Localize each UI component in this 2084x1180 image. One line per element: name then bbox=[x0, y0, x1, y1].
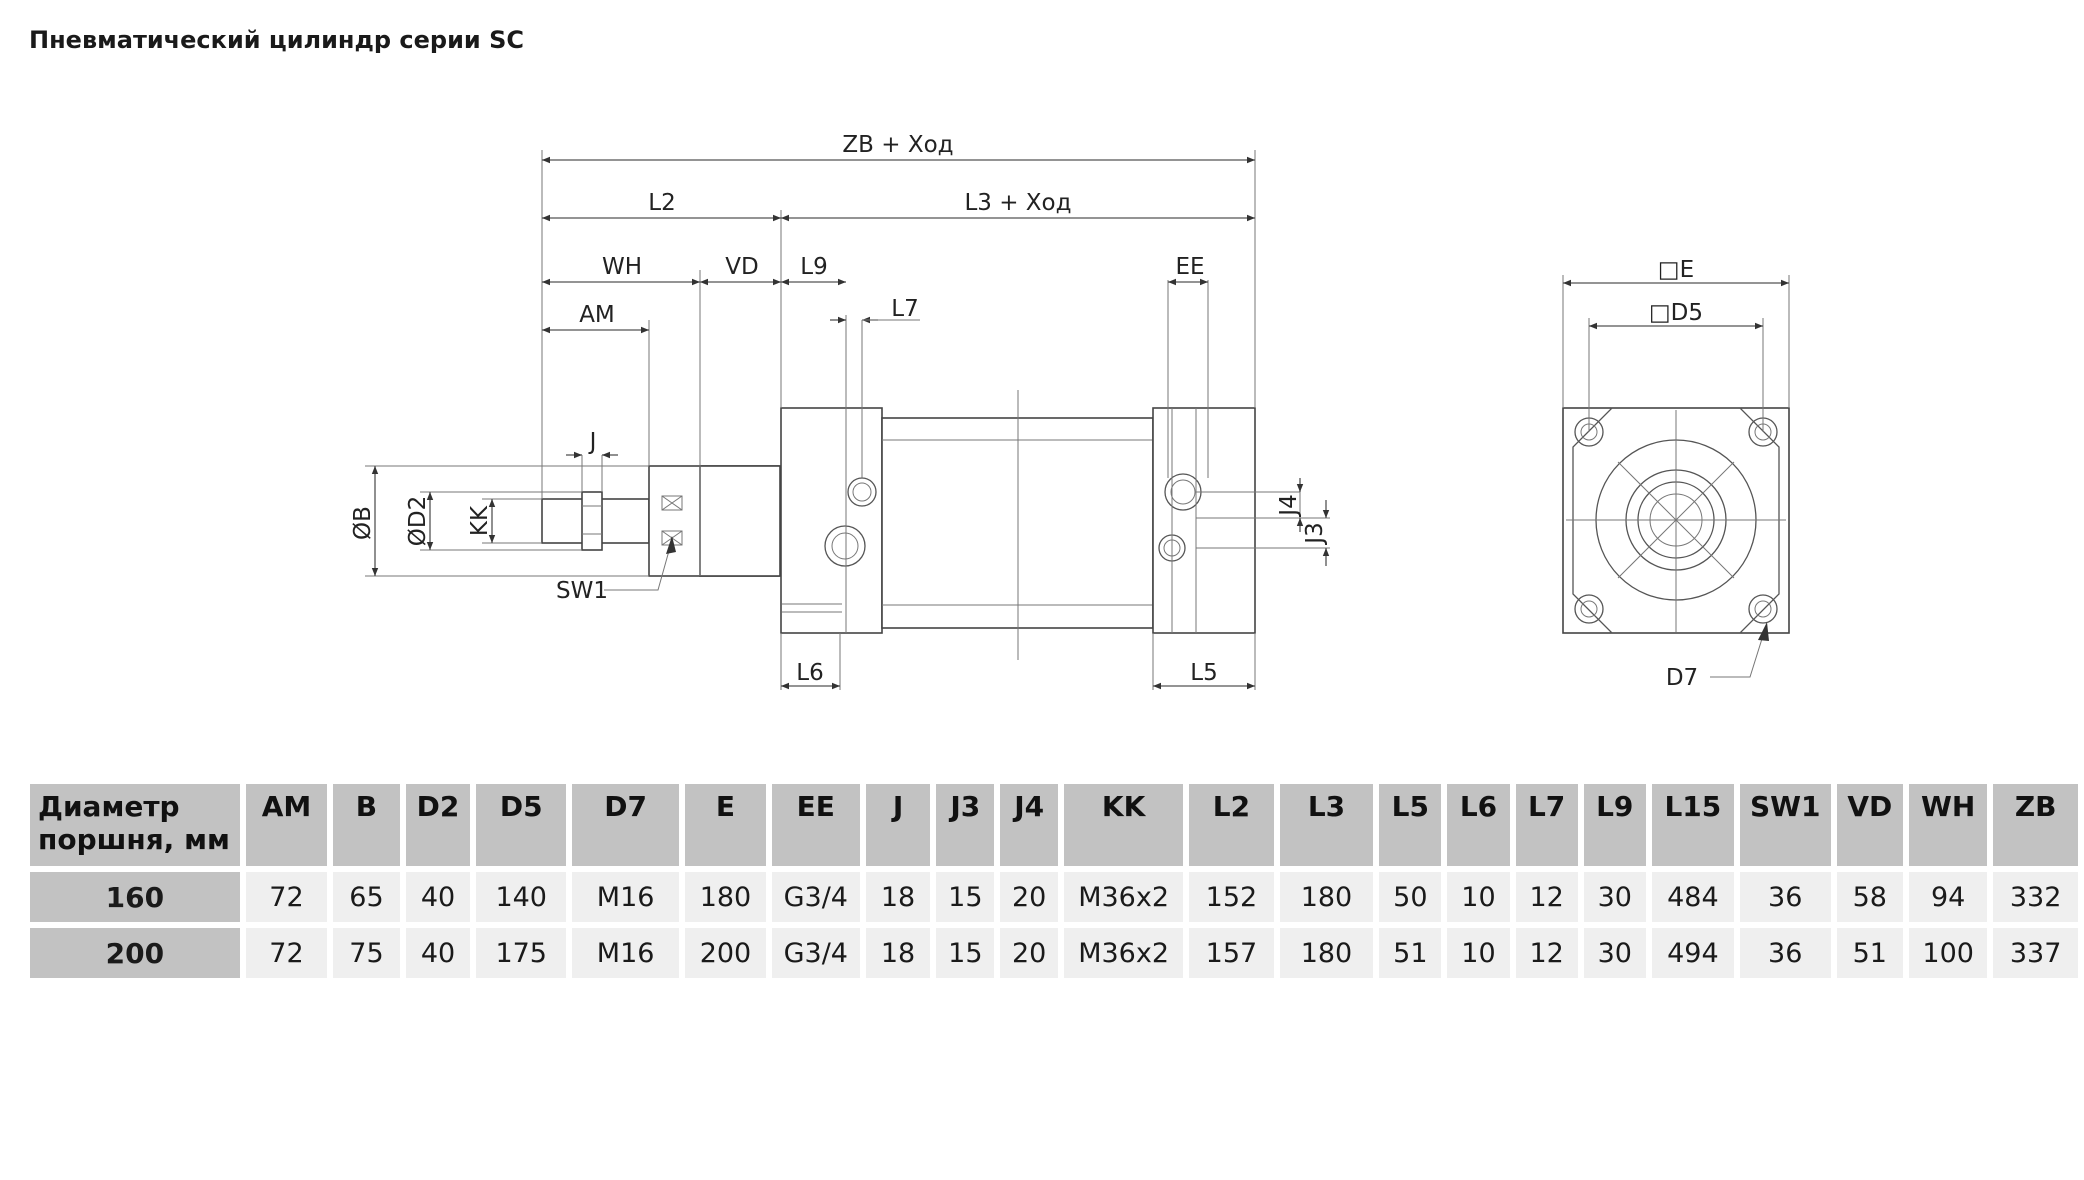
header-bore: Диаметр поршня, мм bbox=[30, 784, 240, 866]
table-header-row: Диаметр поршня, мм AM B D2 D5 D7 E EE J … bbox=[30, 784, 2078, 866]
table-row: 200 72 75 40 175 M16 200 G3/4 18 15 20 M… bbox=[30, 928, 2078, 978]
dim-vd-label: VD bbox=[725, 254, 758, 280]
header-l5: L5 bbox=[1379, 784, 1442, 866]
table-cell: 58 bbox=[1836, 872, 1904, 922]
table-cell: 180 bbox=[685, 872, 766, 922]
table-cell: M16 bbox=[572, 872, 679, 922]
table-cell: 180 bbox=[1279, 872, 1374, 922]
table-cell: 50 bbox=[1379, 872, 1442, 922]
cylinder-drawing: ZB + Ход L2 L3 + Ход WH VD L9 EE L7 AM J… bbox=[350, 132, 1790, 691]
table-cell: 18 bbox=[865, 928, 931, 978]
dim-j-label: J bbox=[588, 429, 597, 455]
header-e: E bbox=[685, 784, 766, 866]
table-cell: 10 bbox=[1447, 872, 1510, 922]
table-cell: 72 bbox=[245, 928, 328, 978]
table-cell: 51 bbox=[1379, 928, 1442, 978]
table-cell: 15 bbox=[936, 872, 995, 922]
table-cell: 175 bbox=[476, 928, 567, 978]
header-ee: EE bbox=[771, 784, 860, 866]
header-wh: WH bbox=[1909, 784, 1988, 866]
table-cell: M16 bbox=[572, 928, 679, 978]
table-cell: 484 bbox=[1651, 872, 1734, 922]
dim-l2-label: L2 bbox=[648, 190, 675, 216]
table-cell: 200 bbox=[685, 928, 766, 978]
dim-d2-label: ØD2 bbox=[405, 496, 431, 546]
dim-j4-label: J4 bbox=[1276, 494, 1302, 517]
dim-am-label: AM bbox=[579, 302, 615, 328]
header-am: AM bbox=[245, 784, 328, 866]
table-cell: 51 bbox=[1836, 928, 1904, 978]
dimensions-table: Диаметр поршня, мм AM B D2 D5 D7 E EE J … bbox=[24, 778, 2084, 984]
header-j4: J4 bbox=[1000, 784, 1059, 866]
table-cell: G3/4 bbox=[771, 872, 860, 922]
header-d5: D5 bbox=[476, 784, 567, 866]
table-cell: 30 bbox=[1583, 928, 1646, 978]
dim-e-label: □E bbox=[1658, 257, 1694, 283]
table-cell: 332 bbox=[1993, 872, 2078, 922]
table-cell: M36x2 bbox=[1064, 872, 1184, 922]
front-end-cap bbox=[780, 407, 883, 634]
dim-ee-label: EE bbox=[1175, 254, 1204, 280]
table-cell: 20 bbox=[1000, 928, 1059, 978]
dim-l6-label: L6 bbox=[796, 660, 823, 686]
dim-b-label: ØB bbox=[350, 506, 376, 540]
header-l2: L2 bbox=[1189, 784, 1274, 866]
table-cell: 140 bbox=[476, 872, 567, 922]
header-j: J bbox=[865, 784, 931, 866]
header-vd: VD bbox=[1836, 784, 1904, 866]
header-d2: D2 bbox=[405, 784, 471, 866]
header-j3: J3 bbox=[936, 784, 995, 866]
table-cell: 12 bbox=[1515, 928, 1578, 978]
page-title: Пневматический цилиндр серии SC bbox=[29, 26, 524, 54]
table-row: 160 72 65 40 140 M16 180 G3/4 18 15 20 M… bbox=[30, 872, 2078, 922]
dim-j3-label: J3 bbox=[1302, 522, 1328, 545]
table-cell: 18 bbox=[865, 872, 931, 922]
header-l9: L9 bbox=[1583, 784, 1646, 866]
table-cell: 15 bbox=[936, 928, 995, 978]
dim-l9-label: L9 bbox=[800, 254, 827, 280]
dim-l7-label: L7 bbox=[891, 296, 918, 322]
header-l7: L7 bbox=[1515, 784, 1578, 866]
table-cell: 72 bbox=[245, 872, 328, 922]
table-cell: 36 bbox=[1739, 872, 1831, 922]
header-l6: L6 bbox=[1447, 784, 1510, 866]
table-cell: 36 bbox=[1739, 928, 1831, 978]
table-cell: 180 bbox=[1279, 928, 1374, 978]
table-cell: 94 bbox=[1909, 872, 1988, 922]
rear-end-cap bbox=[1152, 407, 1256, 634]
dim-d5-label: □D5 bbox=[1649, 300, 1703, 326]
table-cell: 20 bbox=[1000, 872, 1059, 922]
header-b: B bbox=[333, 784, 400, 866]
table-cell: 100 bbox=[1909, 928, 1988, 978]
bore-cell: 200 bbox=[30, 928, 240, 978]
dim-l5-label: L5 bbox=[1190, 660, 1217, 686]
dim-kk-label: KK bbox=[467, 505, 493, 536]
table-cell: 10 bbox=[1447, 928, 1510, 978]
dim-l3-label: L3 + Ход bbox=[964, 190, 1071, 216]
table-cell: G3/4 bbox=[771, 928, 860, 978]
d7-label: D7 bbox=[1666, 665, 1698, 691]
table-cell: 494 bbox=[1651, 928, 1734, 978]
bore-cell: 160 bbox=[30, 872, 240, 922]
header-d7: D7 bbox=[572, 784, 679, 866]
table-cell: 40 bbox=[405, 928, 471, 978]
table-cell: M36x2 bbox=[1064, 928, 1184, 978]
header-l3: L3 bbox=[1279, 784, 1374, 866]
sw1-label: SW1 bbox=[556, 578, 608, 604]
dim-wh-label: WH bbox=[602, 254, 642, 280]
table-cell: 40 bbox=[405, 872, 471, 922]
header-l15: L15 bbox=[1651, 784, 1734, 866]
header-kk: KK bbox=[1064, 784, 1184, 866]
table-cell: 12 bbox=[1515, 872, 1578, 922]
table-cell: 30 bbox=[1583, 872, 1646, 922]
table-cell: 337 bbox=[1993, 928, 2078, 978]
header-sw1: SW1 bbox=[1739, 784, 1831, 866]
table-cell: 152 bbox=[1189, 872, 1274, 922]
dim-zb-label: ZB + Ход bbox=[842, 132, 953, 158]
table-cell: 157 bbox=[1189, 928, 1274, 978]
table-cell: 75 bbox=[333, 928, 400, 978]
header-zb: ZB bbox=[1993, 784, 2078, 866]
table-cell: 65 bbox=[333, 872, 400, 922]
